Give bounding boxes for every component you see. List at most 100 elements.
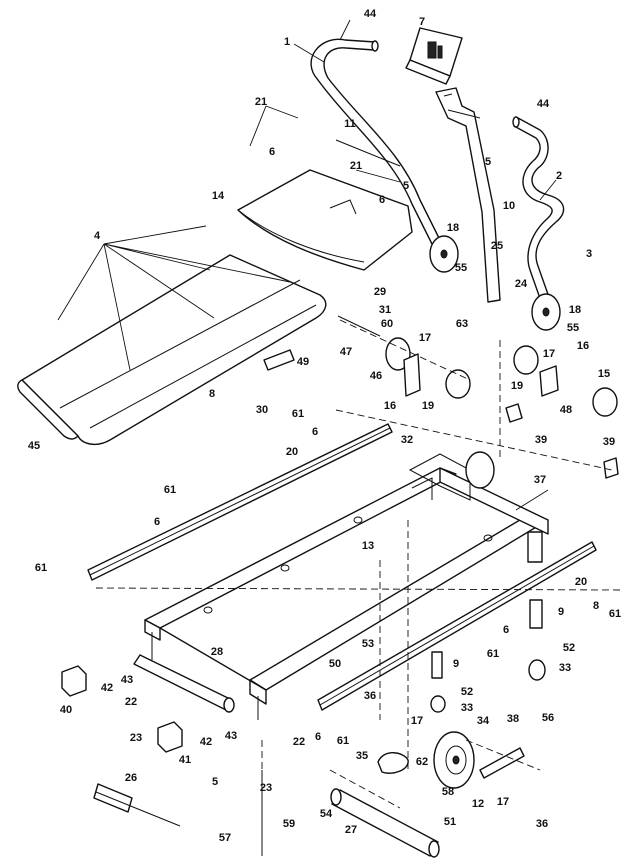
callout-61-top: 61 [292, 408, 304, 420]
leveler-33-right [528, 659, 546, 681]
spring-9-right [529, 599, 543, 629]
wheels-18 [429, 235, 561, 331]
callout-16-left: 16 [384, 400, 396, 412]
left-side-rail [87, 423, 393, 581]
callout-27: 27 [345, 824, 357, 836]
callout-56: 56 [542, 712, 554, 724]
callout-5-mid: 5 [403, 180, 409, 192]
callout-24: 24 [515, 278, 528, 290]
callout-61-mid: 61 [487, 648, 499, 660]
drive-belt [377, 752, 409, 774]
callout-6-top: 6 [312, 426, 318, 438]
callout-4: 4 [94, 230, 101, 242]
callout-6-left: 6 [154, 516, 160, 528]
callout-48: 48 [560, 404, 572, 416]
callout-20-right: 20 [575, 576, 587, 588]
callout-9-center: 9 [453, 658, 459, 670]
callout-19-right: 19 [511, 380, 523, 392]
bolts [95, 139, 401, 856]
callout-19-left: 19 [422, 400, 434, 412]
callout-9-right: 9 [558, 606, 564, 618]
callout-44-top: 44 [364, 8, 377, 20]
callout-58: 58 [442, 786, 454, 798]
spring-9-center [431, 651, 443, 679]
knob-15 [592, 387, 618, 417]
callout-6-hood-2: 6 [379, 194, 385, 206]
callout-61-left: 61 [35, 562, 47, 574]
callout-14: 14 [212, 190, 225, 202]
motor-hood [237, 169, 413, 271]
callout-22-left: 22 [125, 696, 137, 708]
callout-3: 3 [586, 248, 592, 260]
callout-55-right: 55 [567, 322, 579, 334]
console [405, 27, 463, 85]
front-roller [330, 788, 440, 858]
callout-52-right: 52 [563, 642, 575, 654]
callout-10: 10 [503, 200, 515, 212]
callout-57: 57 [219, 832, 231, 844]
callout-43-mid: 43 [225, 730, 237, 742]
callout-31: 31 [379, 304, 391, 316]
callout-6-right: 6 [503, 624, 509, 636]
callout-61-right: 61 [609, 608, 621, 620]
end-cap-39-right [603, 457, 619, 479]
callout-36-upper: 36 [364, 690, 376, 702]
callout-55-left: 55 [455, 262, 467, 274]
callout-labels: 44 7 1 21 44 11 6 5 21 2 5 14 6 10 18 4 … [28, 8, 621, 844]
callout-62: 62 [416, 756, 428, 768]
callout-60: 60 [381, 318, 393, 330]
callout-39-right: 39 [603, 436, 615, 448]
callout-45: 45 [28, 440, 40, 452]
callout-2: 2 [556, 170, 562, 182]
callout-59: 59 [283, 818, 295, 830]
callout-18-left: 18 [447, 222, 459, 234]
callout-40: 40 [60, 704, 72, 716]
callout-44-right: 44 [537, 98, 550, 110]
callout-22-mid: 22 [293, 736, 305, 748]
callout-11: 11 [344, 118, 356, 130]
callout-21-top: 21 [255, 96, 267, 108]
callout-5-upper: 5 [485, 156, 491, 168]
callout-36-bottom: 36 [536, 818, 548, 830]
front-crossbar [133, 654, 235, 713]
callout-15: 15 [598, 368, 610, 380]
callout-1: 1 [284, 36, 290, 48]
callout-32: 32 [401, 434, 413, 446]
callout-17-upper: 17 [419, 332, 431, 344]
flywheel [433, 731, 475, 789]
rear-foot-right [157, 721, 183, 753]
callout-8-right: 8 [593, 600, 599, 612]
callout-17-right: 17 [543, 348, 555, 360]
leader-lines [57, 19, 557, 511]
callout-39-center: 39 [535, 434, 547, 446]
callout-18-right: 18 [569, 304, 581, 316]
callout-28: 28 [211, 646, 223, 658]
callout-23-mid: 23 [260, 782, 272, 794]
callout-7: 7 [419, 16, 425, 28]
callout-37: 37 [534, 474, 546, 486]
callout-12: 12 [472, 798, 484, 810]
callout-63-upper: 63 [456, 318, 468, 330]
callout-8: 8 [209, 388, 215, 400]
callout-33-right: 33 [559, 662, 571, 674]
end-cap-39-top [505, 403, 523, 423]
callout-30: 30 [256, 404, 268, 416]
callout-17-lower: 17 [411, 715, 423, 727]
callout-61-left-upper: 61 [164, 484, 176, 496]
brackets [93, 349, 559, 813]
callout-47: 47 [340, 346, 352, 358]
callout-46: 46 [370, 370, 382, 382]
callout-53: 53 [362, 638, 374, 650]
callout-41: 41 [179, 754, 191, 766]
callout-35: 35 [356, 750, 368, 762]
callout-42-mid: 42 [200, 736, 212, 748]
callout-54: 54 [320, 808, 333, 820]
upright-post [435, 87, 501, 303]
callout-51: 51 [444, 816, 456, 828]
callout-61-lower: 61 [337, 735, 349, 747]
callout-6-hood: 6 [269, 146, 275, 158]
callout-6-lower: 6 [315, 731, 321, 743]
callout-26: 26 [125, 772, 137, 784]
rear-foot-left [61, 665, 87, 697]
